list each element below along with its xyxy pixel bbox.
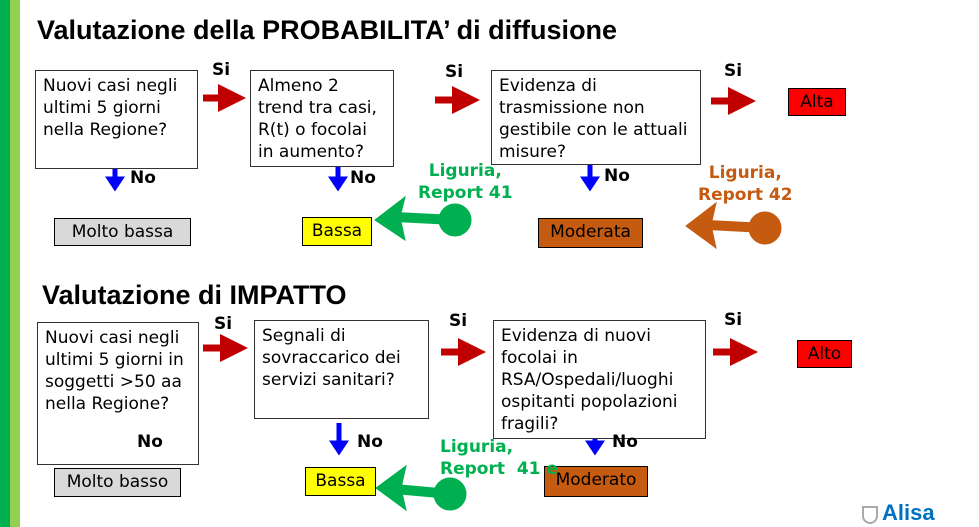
liguria-report-41e-note: Liguria, Report 41 e — [440, 437, 558, 479]
result-high: Alta — [788, 88, 846, 116]
green-pointer-arrow — [374, 195, 472, 242]
result-moderate: Moderata — [538, 218, 643, 248]
question-box: Almeno 2 trend tra casi, R(t) o focolai … — [250, 70, 394, 167]
result-very-low: Molto bassa — [54, 218, 191, 246]
result-moderate: Moderato — [544, 466, 648, 497]
accent-bar-light — [10, 0, 20, 527]
alisa-shield-icon — [862, 506, 878, 524]
liguria-report-41-note: Liguria, Report 41 — [418, 161, 513, 203]
result-low: Bassa — [302, 217, 372, 246]
result-high: Alto — [797, 340, 852, 368]
yes-label: Si — [449, 311, 468, 331]
question-box: Nuovi casi negli ultimi 5 giorni in sogg… — [37, 322, 199, 465]
no-label: No — [130, 168, 156, 188]
yes-label: Si — [212, 60, 231, 80]
alisa-logo: Alisa — [882, 500, 935, 525]
orange-pointer-arrow — [685, 201, 782, 250]
question-box: Evidenza di nuovi focolai in RSA/Ospedal… — [493, 320, 706, 439]
question-box: Nuovi casi negli ultimi 5 giorni nella R… — [35, 70, 198, 169]
no-label: No — [604, 166, 630, 186]
yes-label: Si — [724, 310, 743, 330]
result-low: Bassa — [305, 467, 376, 496]
question-box: Evidenza di trasmissione non gestibile c… — [491, 70, 701, 165]
yes-label: Si — [445, 62, 464, 82]
no-label: No — [357, 432, 383, 452]
no-label: No — [612, 432, 638, 452]
no-label: No — [350, 168, 376, 188]
yes-label: Si — [214, 314, 233, 334]
accent-bar-dark — [0, 0, 10, 527]
green-pointer-arrow — [375, 464, 467, 512]
result-very-low: Molto basso — [54, 468, 181, 497]
no-label: No — [137, 432, 163, 452]
question-box: Segnali di sovraccarico dei servizi sani… — [254, 320, 429, 419]
liguria-report-42-note: Liguria, Report 42 — [698, 163, 793, 205]
impact-title: Valutazione di IMPATTO — [42, 280, 347, 310]
probability-title: Valutazione della PROBABILITA’ di diffus… — [37, 15, 618, 45]
yes-label: Si — [724, 61, 743, 81]
